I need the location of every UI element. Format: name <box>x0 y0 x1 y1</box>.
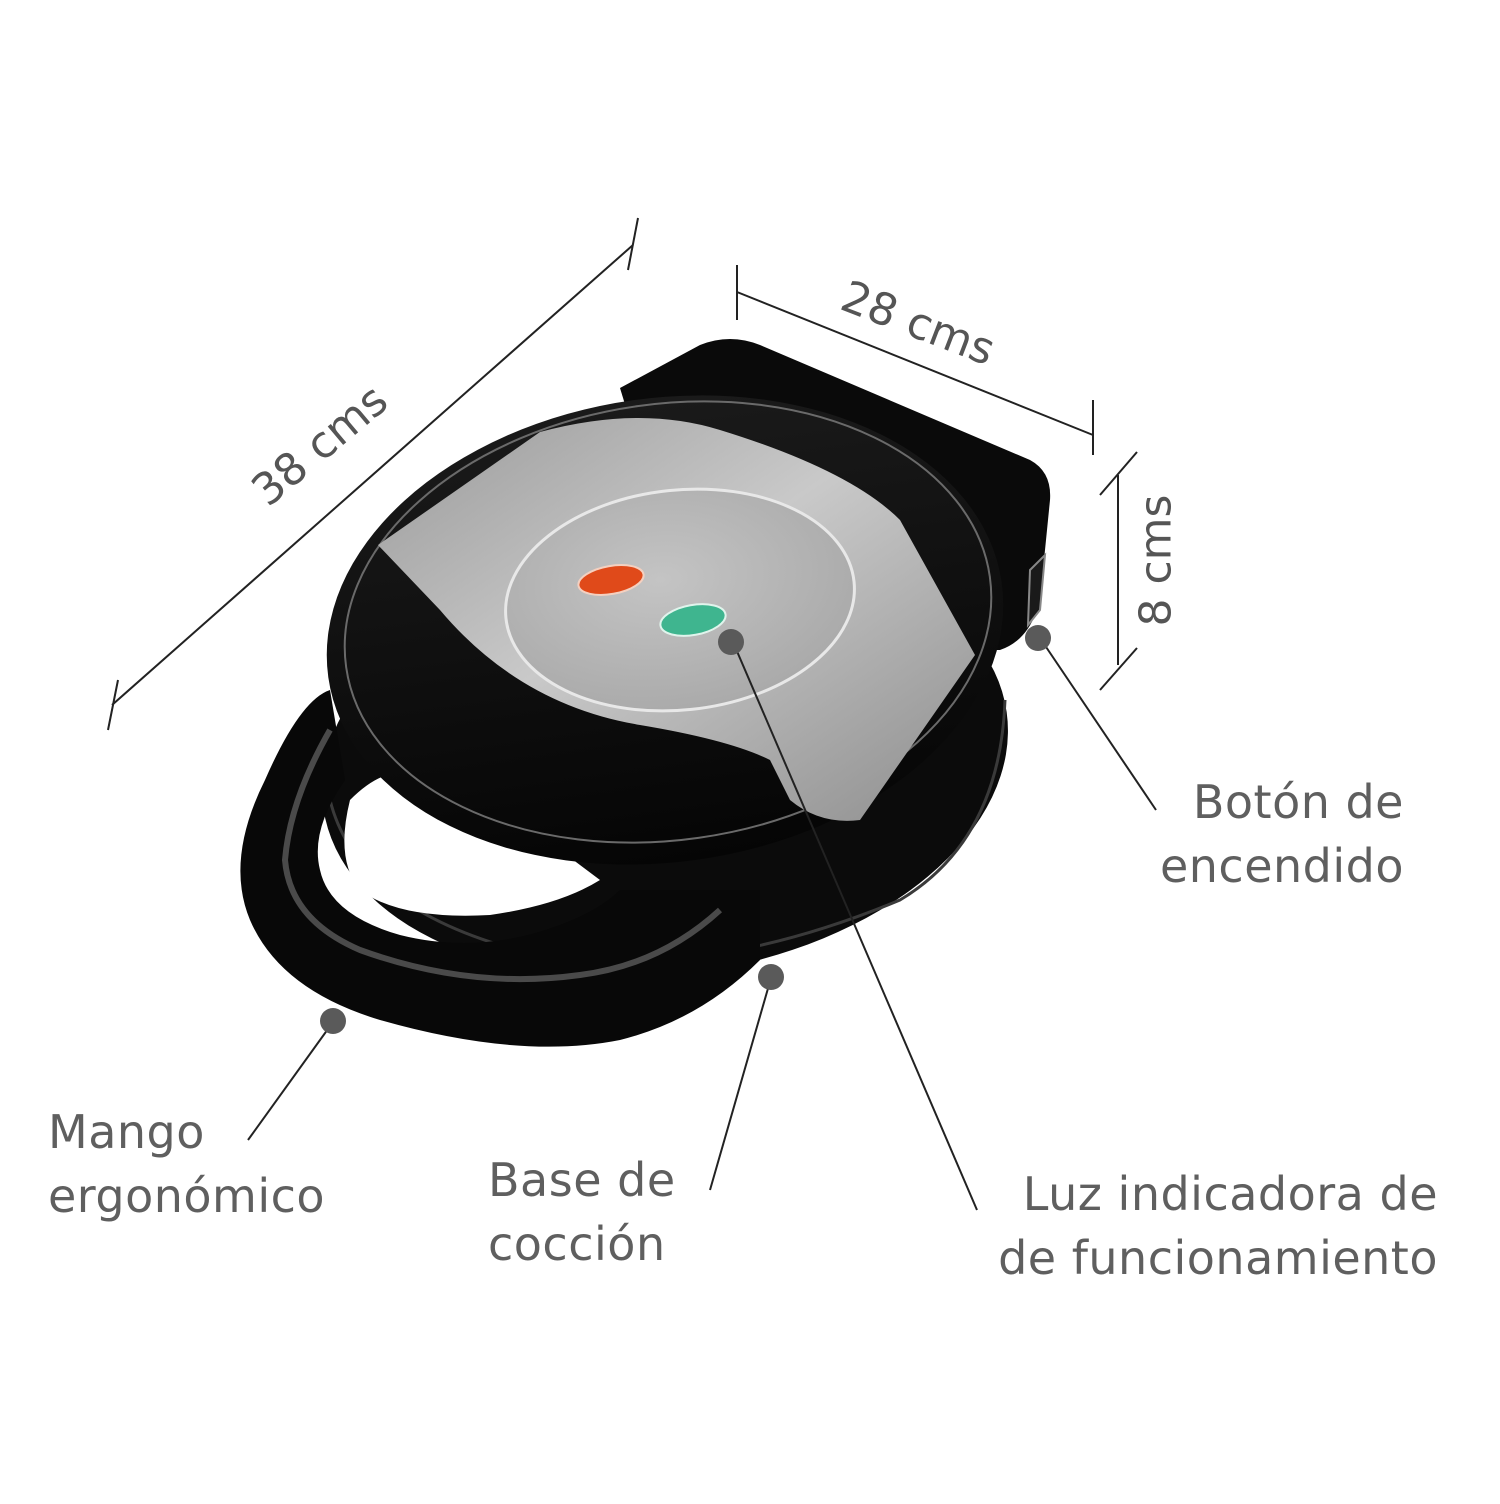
power-button-label-line1: Botón de <box>1192 775 1404 829</box>
indicator-light-label-line1: Luz indicadora de <box>1022 1167 1438 1221</box>
callout-dots <box>320 625 1051 1034</box>
handle-label: Mango ergonómico <box>48 1100 325 1228</box>
handle-label-line2: ergonómico <box>48 1169 326 1223</box>
cooking-base-label-line2: cocción <box>488 1217 666 1271</box>
cooking-base-label: Base de cocción <box>488 1148 676 1276</box>
indicator-light-label-line2: de funcionamiento <box>998 1231 1438 1285</box>
red-light-icon <box>577 564 645 596</box>
power-button-leader <box>1039 637 1157 811</box>
power-switch <box>1026 552 1047 628</box>
handle-dot-icon <box>320 1008 346 1034</box>
power-button-label-line2: encendido <box>1159 839 1404 893</box>
handle-label-line1: Mango <box>48 1105 205 1159</box>
power-button-dot-icon <box>1025 625 1051 651</box>
length-dimension-line <box>111 244 634 706</box>
indicator-light-label: Luz indicadora de de funcionamiento <box>998 1162 1438 1290</box>
indicator-dot-icon <box>718 629 744 655</box>
green-light-icon <box>659 603 727 637</box>
cooking-base-dot-icon <box>758 964 784 990</box>
handle <box>240 690 760 1047</box>
power-button-label: Botón de encendido <box>1160 770 1404 898</box>
handle-leader <box>247 1021 334 1141</box>
cooking-base-leader <box>709 977 772 1191</box>
height-dimension-label: 8 cms <box>1130 494 1182 627</box>
indicator-leader <box>732 641 978 1211</box>
dimension-lines <box>107 217 1138 731</box>
callout-lines <box>247 637 1157 1211</box>
width-dimension-line <box>736 291 1094 436</box>
cooking-base-label-line1: Base de <box>488 1153 676 1207</box>
indicator-lights <box>577 564 727 637</box>
